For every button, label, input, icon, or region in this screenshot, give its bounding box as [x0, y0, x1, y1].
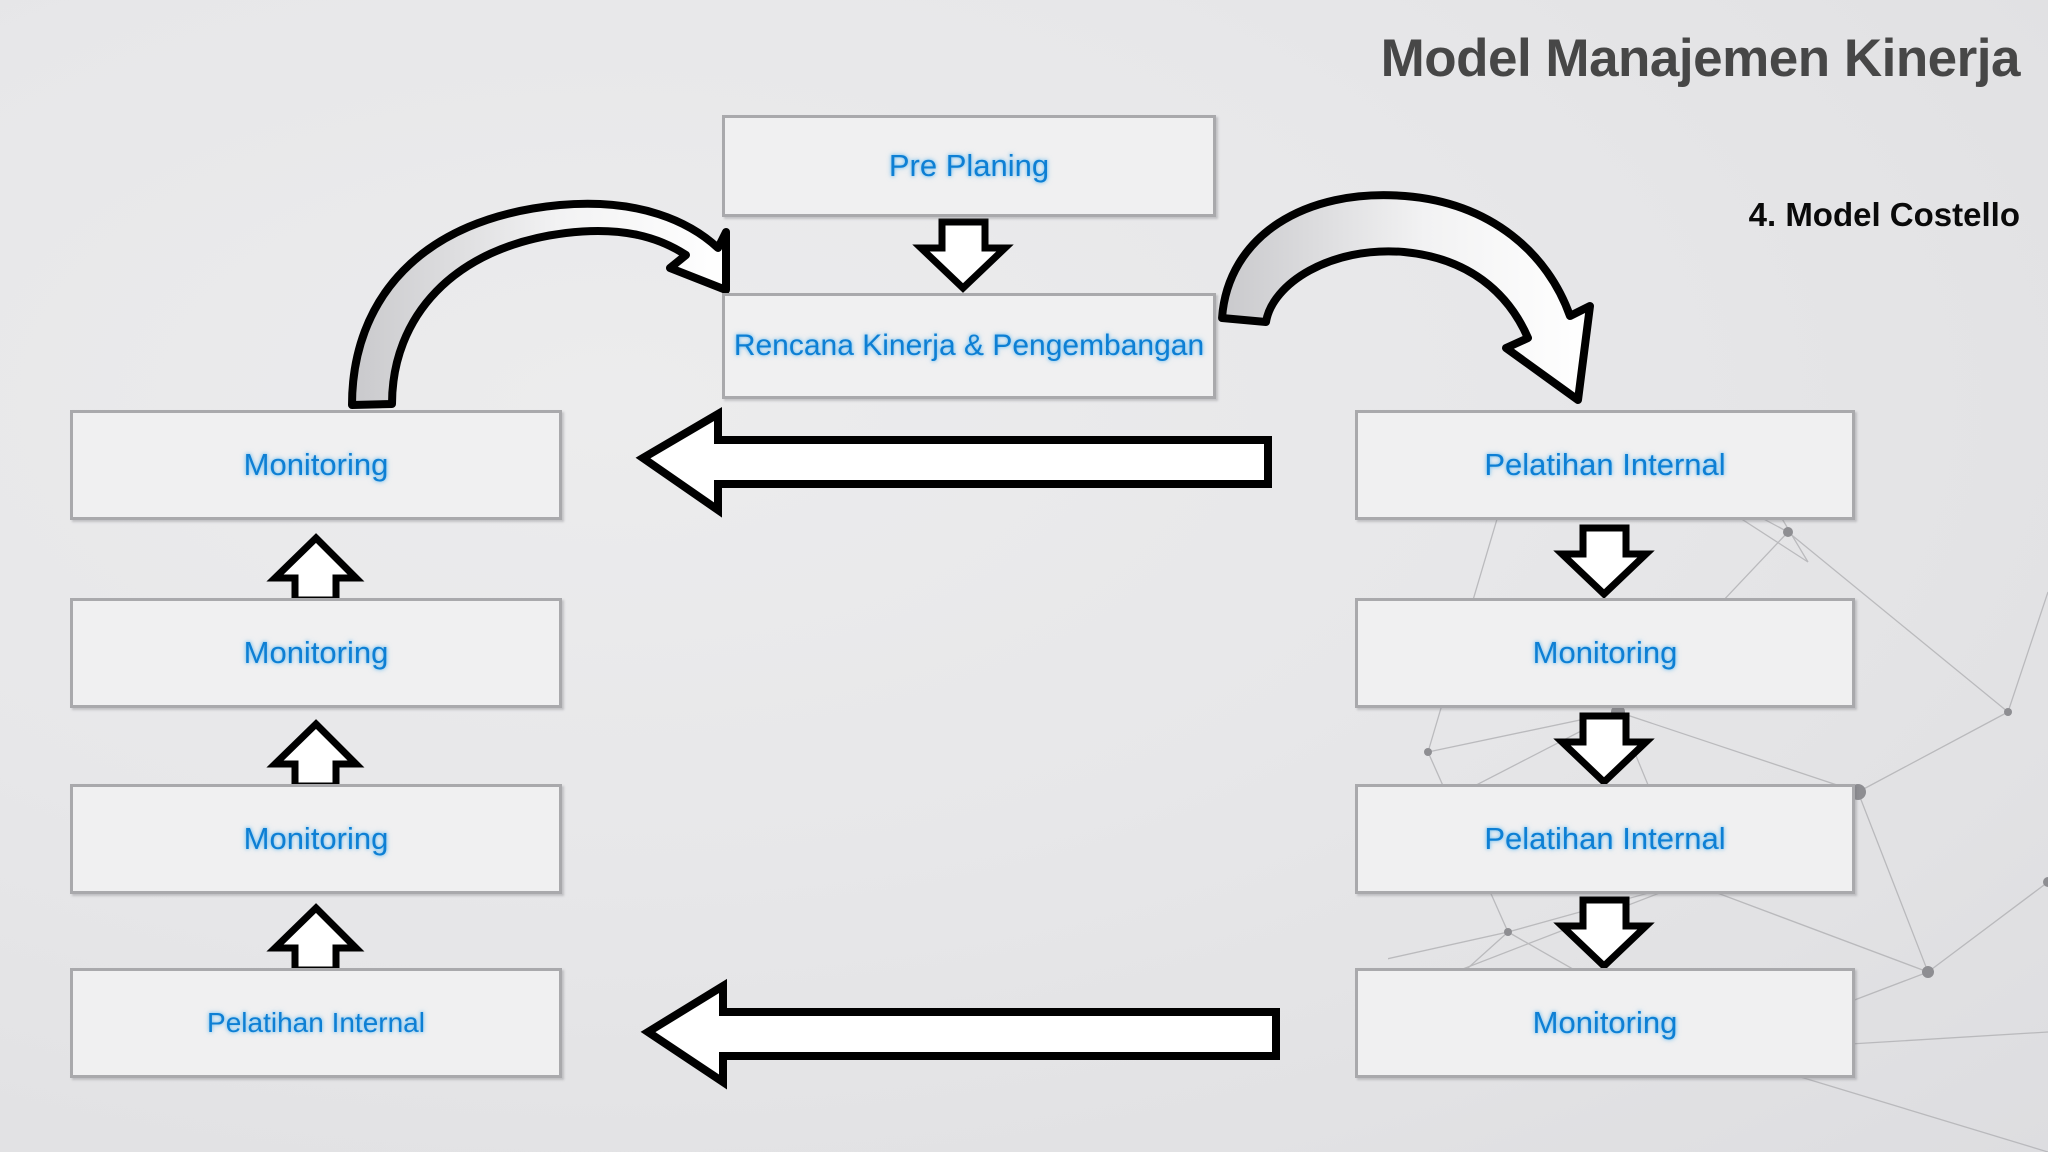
up-left4-to-left3-icon [266, 903, 365, 974]
down-right3-to-right4-icon [1553, 896, 1655, 971]
long-left-arrow-bottom-icon [640, 978, 1280, 1090]
up-left3-to-left2-icon [266, 719, 365, 790]
down-pre-to-rencana-icon [912, 218, 1014, 293]
curve-rencana-to-right-icon [1218, 191, 1594, 404]
node-pre-planing[interactable]: Pre Planing [722, 115, 1216, 217]
node-right-2-monitoring[interactable]: Monitoring [1355, 598, 1855, 708]
node-label: Rencana Kinerja & Pengembangan [733, 328, 1205, 362]
node-label: Pre Planing [888, 148, 1050, 184]
node-right-1-pelatihan-internal[interactable]: Pelatihan Internal [1355, 410, 1855, 520]
node-rencana-kinerja[interactable]: Rencana Kinerja & Pengembangan [722, 293, 1216, 399]
node-label: Monitoring [243, 821, 389, 857]
long-left-arrow-top-icon [635, 407, 1272, 518]
node-right-4-monitoring[interactable]: Monitoring [1355, 968, 1855, 1078]
node-label: Pelatihan Internal [1484, 821, 1726, 857]
node-label: Monitoring [243, 447, 389, 483]
node-label: Monitoring [1532, 1005, 1678, 1041]
node-label: Pelatihan Internal [207, 1006, 425, 1038]
node-label: Monitoring [1532, 635, 1678, 671]
up-left2-to-left1-icon [266, 533, 365, 604]
node-left-4-pelatihan-internal[interactable]: Pelatihan Internal [70, 968, 562, 1078]
node-label: Monitoring [243, 635, 389, 671]
node-right-3-pelatihan-internal[interactable]: Pelatihan Internal [1355, 784, 1855, 894]
page-title: Model Manajemen Kinerja [1380, 29, 2021, 88]
node-left-3-monitoring[interactable]: Monitoring [70, 784, 562, 894]
down-right1-to-right2-icon [1553, 524, 1655, 599]
node-left-2-monitoring[interactable]: Monitoring [70, 598, 562, 708]
down-right2-to-right3-icon [1553, 712, 1655, 787]
node-label: Pelatihan Internal [1484, 447, 1726, 483]
node-left-1-monitoring[interactable]: Monitoring [70, 410, 562, 520]
page-subtitle: 4. Model Costello [1748, 196, 2020, 233]
curve-left-to-rencana-icon [348, 199, 730, 409]
